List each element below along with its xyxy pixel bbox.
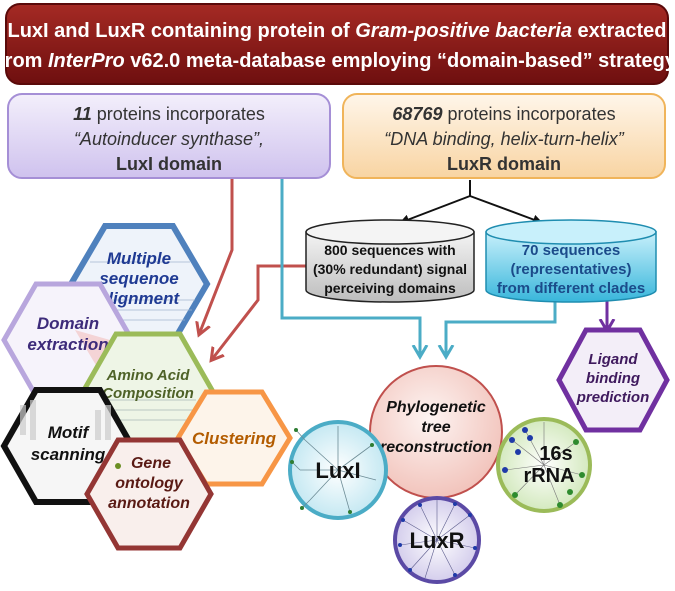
rrna-label-1: 16s — [539, 443, 572, 465]
rrna-tree-nodes-green — [512, 439, 585, 508]
msa-label-3: alignment — [99, 289, 181, 308]
header-line-1: LuxI and LuxR containing protein of Gram… — [7, 20, 666, 42]
header-banner: LuxI and LuxR containing protein of Gram… — [0, 3, 675, 85]
amino-label-2: Composition — [102, 385, 194, 402]
luxi-domain-box: 11 proteins incorporates “Autoinducer sy… — [7, 93, 331, 179]
hexagon-gene-ontology-annotation: Gene ontology annotation — [84, 437, 214, 551]
hexagon-ligand-binding-prediction: Ligand binding prediction — [556, 327, 670, 433]
go-label-2: ontology — [115, 475, 184, 492]
cyan-arrow-luxi-to-phylo — [280, 176, 420, 354]
rrna-tree-nodes-blue — [502, 427, 533, 473]
cylinder-left-line-2: (30% redundant) signal — [313, 261, 467, 277]
red-arrow-800seq-to-amino — [213, 264, 320, 358]
circle-luxr-tree: LuxR — [393, 496, 481, 584]
domain-label-2: extraction — [27, 335, 108, 354]
black-arrow-left — [399, 195, 471, 225]
luxr-domain-label: LuxR domain — [447, 154, 561, 174]
clustering-label: Clustering — [192, 429, 277, 448]
cylinder-70-sequences: 70 sequences (representatives) from diff… — [485, 219, 657, 303]
luxr-tree-nodes — [398, 502, 477, 577]
cylinder-right-line-2: (representatives) — [511, 261, 632, 278]
cylinder-right-line-1: 70 sequences — [522, 242, 620, 259]
cylinder-left-line-1: 800 sequences with — [324, 242, 456, 258]
cylinder-800-sequences: 800 sequences with (30% redundant) signa… — [305, 219, 475, 303]
circle-16s-rrna-tree: 16s rRNA — [496, 417, 592, 513]
cylinder-right-line-3: from different clades — [497, 280, 645, 297]
motif-label-2: scanning — [31, 445, 106, 464]
ligand-label-3: prediction — [576, 389, 650, 406]
luxr-domain-name: “DNA binding, helix-turn-helix” — [384, 129, 624, 149]
msa-label-2: sequenoe — [99, 269, 178, 288]
ligand-label-2: binding — [586, 370, 640, 387]
rrna-tree-branches — [504, 422, 583, 506]
luxr-domain-box: 68769 proteins incorporates “DNA binding… — [342, 93, 666, 179]
luxi-domain-name: “Autoinducer synthase”, — [74, 129, 264, 149]
phylo-label-1: Phylogenetic — [386, 399, 486, 416]
arrows — [200, 176, 607, 358]
circle-phylogenetic-tree: Phylogenetic tree reconstruction — [369, 365, 503, 499]
motif-label-1: Motif — [48, 423, 91, 442]
cylinder-left-line-3: perceiving domains — [324, 280, 456, 296]
luxr-circle-label: LuxR — [410, 528, 465, 553]
luxi-tree-nodes — [290, 428, 374, 514]
amino-label-1: Amino Acid — [106, 367, 191, 384]
cyan-arrow-70seq-to-phylo — [446, 300, 557, 354]
luxi-tree-branches — [291, 426, 377, 513]
go-label-1: Gene — [131, 455, 171, 472]
header-line-2: from InterPro v62.0 meta-database employ… — [0, 50, 675, 72]
ligand-label-1: Ligand — [588, 351, 638, 368]
go-label-3: annotation — [108, 495, 190, 512]
luxr-count-line: 68769 proteins incorporates — [392, 104, 615, 124]
luxr-tree-branches — [399, 500, 476, 579]
luxi-count-line: 11 proteins incorporates — [73, 104, 265, 124]
black-arrow-right — [469, 195, 543, 225]
phylo-label-3: reconstruction — [380, 439, 492, 456]
domain-label-1: Domain — [37, 314, 99, 333]
luxi-domain-label: LuxI domain — [116, 154, 222, 174]
rrna-label-2: rRNA — [523, 465, 574, 487]
circle-luxi-tree: LuxI — [288, 420, 388, 520]
luxi-circle-label: LuxI — [315, 458, 360, 483]
phylo-label-2: tree — [421, 419, 450, 436]
red-arrow-luxi-to-msa — [200, 176, 234, 332]
msa-label-1: Multiple — [107, 249, 171, 268]
